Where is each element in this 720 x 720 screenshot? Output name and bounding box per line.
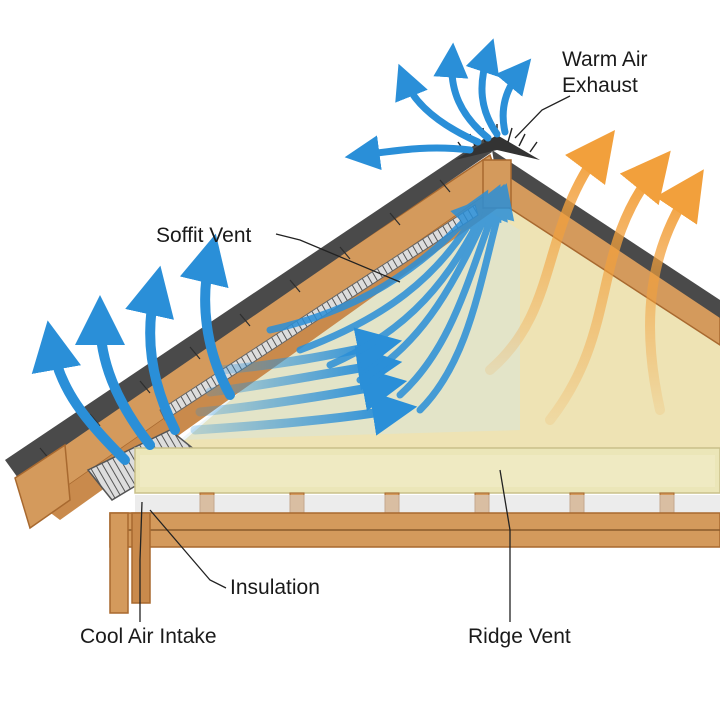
cool-air-flow-arrows (190, 327, 418, 436)
cool-flow-1 (190, 391, 418, 436)
label-warm-air-exhaust-1: Warm Air (562, 48, 648, 71)
leader-warm-air-exhaust (514, 95, 571, 139)
label-insulation: Insulation (230, 576, 320, 599)
label-ridge-vent: Ridge Vent (468, 625, 571, 648)
exhaust-1 (344, 135, 474, 171)
leader-cool-air-intake (139, 501, 143, 622)
warm-arrow-1 (485, 129, 615, 375)
leader-insulation (149, 509, 227, 589)
left-roof-shingles (5, 138, 492, 478)
eave-fascia (14, 443, 71, 530)
exhaust-5 (495, 58, 532, 136)
wall-stud-left (109, 512, 129, 614)
label-warm-air-exhaust-2: Exhaust (562, 74, 638, 97)
cool-arrow-up-3 (125, 265, 180, 435)
exhaust-2 (395, 63, 482, 146)
rise-6 (266, 197, 487, 334)
rising-cool-air-arrows (266, 183, 515, 414)
leader-soffit-vent (275, 233, 401, 283)
insulation-texture (140, 455, 715, 487)
ridge-cap (455, 135, 540, 160)
label-soffit-vent: Soffit Vent (156, 224, 252, 247)
warm-arrow-2 (545, 150, 671, 425)
rise-5 (416, 183, 515, 414)
cool-air-intake-arrows (31, 233, 235, 465)
warm-air-exhaust-arrows (344, 38, 532, 171)
label-cool-air-intake: Cool Air Intake (80, 625, 217, 648)
warm-air-rising-arrows (485, 129, 704, 425)
cool-arrow-up-4 (179, 233, 235, 400)
rise-4 (396, 183, 508, 399)
ceiling-drywall (135, 495, 720, 513)
exhaust-3 (433, 42, 492, 142)
cool-arrow-up-1 (31, 320, 130, 465)
cool-arrow-up-2 (75, 295, 155, 450)
right-roof-shingles (492, 150, 720, 318)
exhaust-4 (465, 38, 501, 138)
warm-arrow-3 (645, 169, 704, 415)
leader-ridge-vent (499, 469, 511, 622)
